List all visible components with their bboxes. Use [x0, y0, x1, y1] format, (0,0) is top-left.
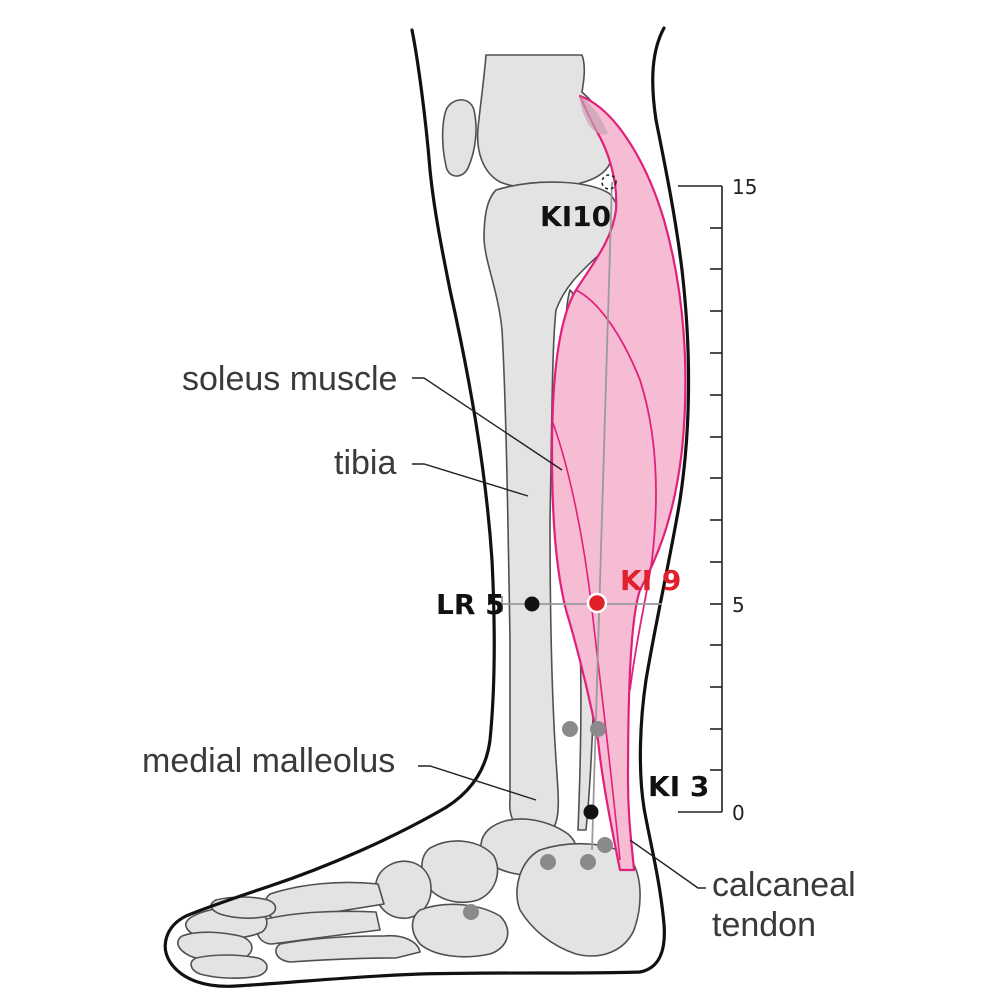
- navicular: [421, 840, 499, 904]
- leg-outline-front: [163, 26, 691, 988]
- ki10-point-label: KI10: [540, 200, 611, 233]
- measurement-scale: [678, 185, 723, 813]
- scale-label-15: 15: [732, 175, 757, 199]
- soleus-leader-line: [412, 377, 563, 471]
- patella: [441, 99, 477, 177]
- ki3-point-label: KI 3: [648, 770, 709, 803]
- grey-acupoint-marker: [540, 854, 556, 870]
- grey-acupoint-marker: [597, 837, 613, 853]
- grey-acupoint-marker: [580, 854, 596, 870]
- calcaneal-tendon-label-line1: calcaneal: [712, 866, 856, 904]
- acupoint-markers: [463, 174, 617, 920]
- ki9-point-label: KI 9: [620, 564, 681, 597]
- toe-phalanx: [210, 896, 277, 919]
- toe-phalanx: [190, 954, 268, 979]
- grey-acupoint-marker: [562, 721, 578, 737]
- vertical-guide-line: [591, 181, 613, 851]
- lr5-point-label: LR 5: [436, 588, 505, 621]
- metatarsal: [275, 934, 421, 963]
- ki10-marker: [601, 174, 617, 190]
- grey-acupoint-marker: [590, 721, 606, 737]
- cuboid: [411, 903, 509, 958]
- scale-label-5: 5: [732, 593, 745, 617]
- ki3-marker: [583, 804, 599, 820]
- tibia-label: tibia: [334, 444, 396, 482]
- medial-malleolus-label: medial malleolus: [142, 742, 395, 780]
- grey-acupoint-marker: [463, 904, 479, 920]
- malleolus-leader-line: [418, 765, 537, 801]
- soleus-muscle-shape: [550, 94, 687, 872]
- scale-label-0: 0: [732, 801, 745, 825]
- calcaneal-leader-line: [629, 839, 706, 889]
- lr5-marker: [524, 596, 540, 612]
- metatarsal: [256, 910, 381, 945]
- bones: [177, 54, 641, 979]
- muscle-contour: [575, 289, 657, 691]
- calcaneal-tendon-label-line2: tendon: [712, 906, 816, 944]
- soleus-muscle-label: soleus muscle: [182, 360, 397, 398]
- tibia-leader-line: [412, 463, 529, 497]
- muscle-overlap: [580, 96, 608, 135]
- leader-lines: [412, 377, 706, 889]
- skin-outline: [163, 26, 691, 988]
- ki9-marker: [586, 592, 608, 614]
